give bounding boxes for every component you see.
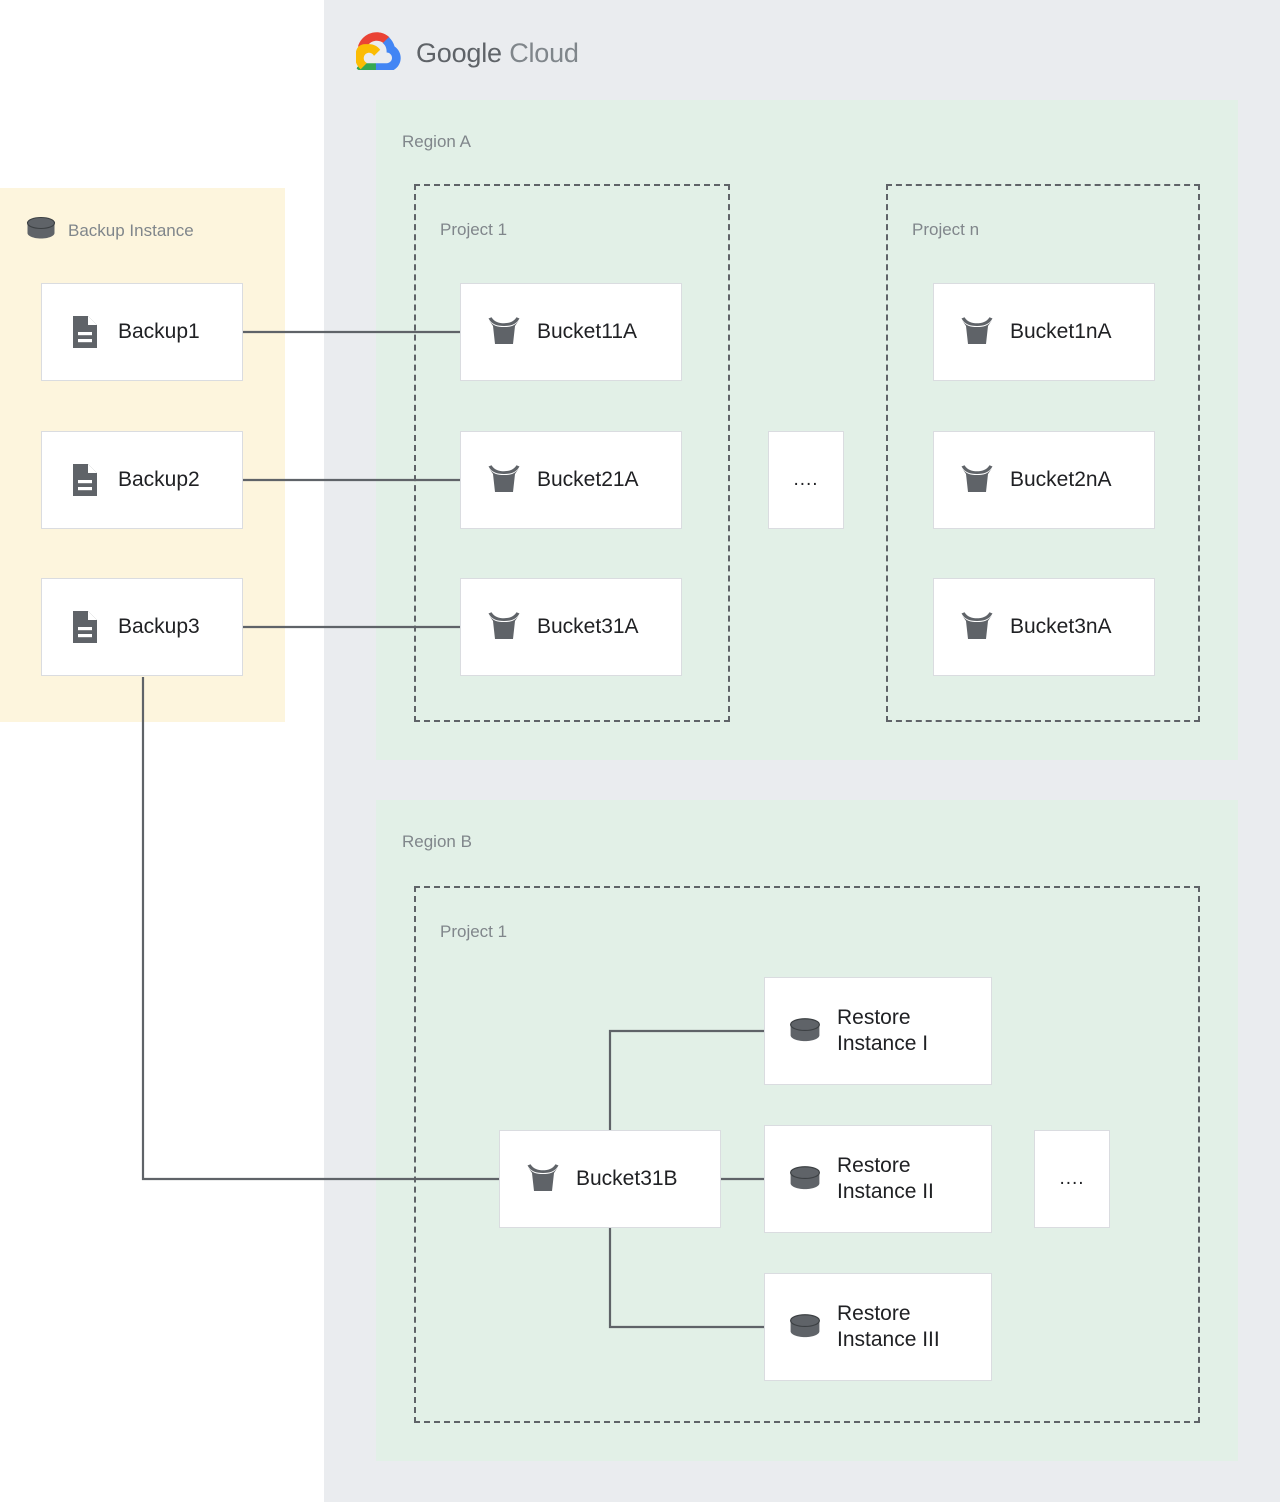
node-label: Bucket2nA [1010,468,1112,492]
region-b-label: Region B [402,832,472,851]
storage-bucket-icon [960,317,994,347]
backup-instance-header: Backup Instance [26,216,266,246]
node-bucket1na[interactable]: Bucket1nA [933,283,1155,381]
node-bucket2na[interactable]: Bucket2nA [933,431,1155,529]
ellipsis-label: .... [793,469,819,491]
google-cloud-branding: Google Cloud [355,30,626,76]
node-bucket31b[interactable]: Bucket31B [499,1130,721,1228]
node-label: Backup2 [118,468,200,492]
database-cylinder-icon [789,1313,821,1341]
storage-bucket-icon [487,465,521,495]
node-label: Restore Instance II [837,1154,934,1203]
node-backup3[interactable]: Backup3 [41,578,243,676]
google-cloud-logo-icon [355,31,402,75]
node-label: Backup1 [118,320,200,344]
node-label: Bucket11A [537,320,638,344]
node-restore-instance-1[interactable]: Restore Instance I [764,977,992,1085]
node-label: Restore Instance III [837,1302,940,1351]
database-cylinder-icon [26,216,56,247]
ellipsis-box-region-a: .... [768,431,844,529]
document-icon [70,463,100,497]
node-bucket31a[interactable]: Bucket31A [460,578,682,676]
node-label: Bucket1nA [1010,320,1112,344]
node-bucket11a[interactable]: Bucket11A [460,283,682,381]
database-cylinder-icon [789,1017,821,1045]
node-label: Backup3 [118,615,200,639]
node-label: Bucket3nA [1010,615,1112,639]
document-icon [70,610,100,644]
project-1-region-a-container: Project 1 [414,184,730,722]
project-1-region-b-label: Project 1 [440,922,508,941]
project-n-region-a-container: Project n [886,184,1200,722]
project-n-region-a-label: Project n [912,220,980,239]
region-a-label: Region A [402,132,471,151]
node-label: Bucket31A [537,615,639,639]
document-icon [70,315,100,349]
node-restore-instance-2[interactable]: Restore Instance II [764,1125,992,1233]
brand-cloud: Cloud [509,37,579,68]
node-backup2[interactable]: Backup2 [41,431,243,529]
storage-bucket-icon [960,612,994,642]
database-cylinder-icon [789,1165,821,1193]
storage-bucket-icon [487,612,521,642]
node-label: Restore Instance I [837,1006,929,1055]
node-label: Bucket31B [576,1167,678,1191]
node-backup1[interactable]: Backup1 [41,283,243,381]
ellipsis-box-region-b: .... [1034,1130,1110,1228]
ellipsis-label: .... [1059,1168,1085,1190]
node-label: Bucket21A [537,468,639,492]
storage-bucket-icon [960,465,994,495]
storage-bucket-icon [487,317,521,347]
node-bucket3na[interactable]: Bucket3nA [933,578,1155,676]
backup-instance-title: Backup Instance [68,221,194,240]
storage-bucket-icon [526,1164,560,1194]
node-bucket21a[interactable]: Bucket21A [460,431,682,529]
google-cloud-wordmark: Google Cloud [416,38,579,69]
node-restore-instance-3[interactable]: Restore Instance III [764,1273,992,1381]
project-1-region-a-label: Project 1 [440,220,508,239]
brand-google: Google [416,37,502,68]
